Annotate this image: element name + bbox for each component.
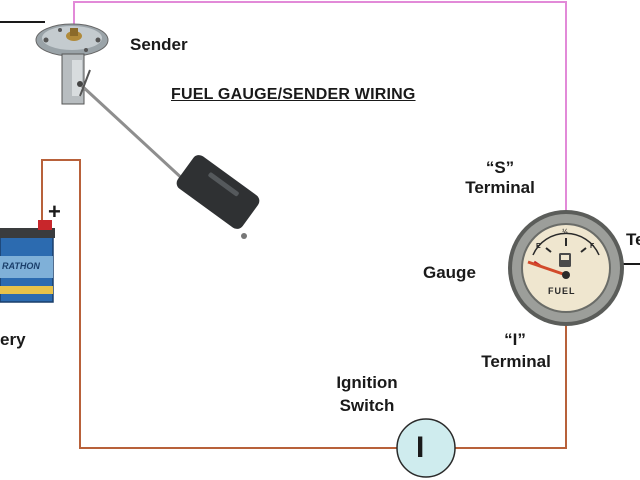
- battery-label: ery: [0, 330, 26, 349]
- ignition-switch: [396, 418, 456, 478]
- i-terminal-quote: “I”: [504, 330, 526, 349]
- ignition-label-line1: Ignition: [336, 373, 398, 392]
- power-wire: [41, 159, 567, 449]
- float: [176, 155, 260, 239]
- s-terminal-label: Terminal: [465, 178, 535, 197]
- ignition-switch-symbol: I: [416, 431, 425, 464]
- gauge-mark-half: ½: [562, 229, 568, 236]
- positive-terminal-sign: +: [48, 199, 61, 224]
- s-terminal-quote: “S”: [485, 158, 515, 177]
- gauge-face-text: FUEL: [548, 286, 576, 296]
- battery-brand: RATHON: [2, 261, 40, 271]
- ignition-label-line2: Switch: [339, 396, 395, 415]
- sender-unit: [35, 23, 188, 184]
- i-terminal-label: Terminal: [481, 352, 551, 371]
- gauge-label: Gauge: [423, 263, 476, 282]
- gauge-mark-full: F: [590, 243, 595, 250]
- gauge-mark-empty: E: [536, 243, 541, 250]
- sender-label: Sender: [130, 35, 188, 54]
- battery: [0, 220, 55, 303]
- sender-to-gauge-wire: [73, 1, 567, 214]
- diagram-title: FUEL GAUGE/SENDER WIRING: [171, 86, 416, 103]
- fuel-gauge: [508, 210, 624, 326]
- right-terminal-label-partial: Te: [626, 230, 640, 249]
